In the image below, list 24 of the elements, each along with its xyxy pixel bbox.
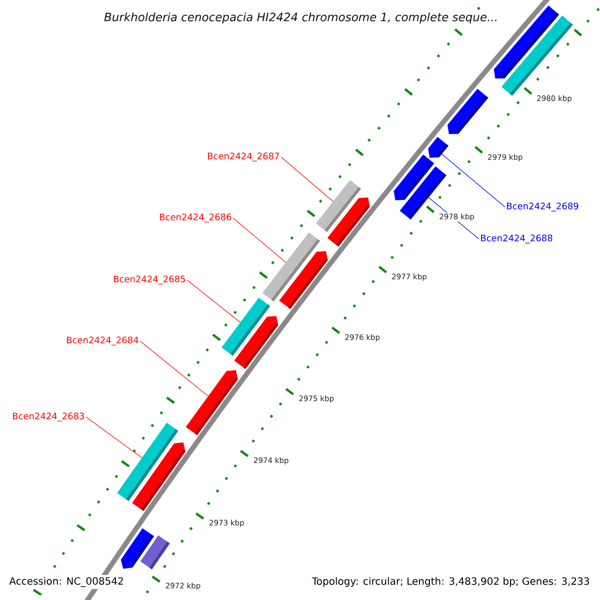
summary-text: Topology: circular; Length: 3,483,902 bp; Genes: 3,233: [310, 575, 592, 589]
gene-label: Bcen2424_2683: [13, 412, 84, 422]
gene-block: [140, 535, 170, 570]
leader-line: [232, 218, 286, 263]
gene-block: [234, 316, 278, 369]
gene-label: Bcen2424_2685: [114, 276, 185, 284]
accession-text: Accession: NC_008542: [7, 575, 126, 589]
gene-label: Bcen2424_2689: [507, 202, 578, 212]
leader-line: [280, 156, 334, 202]
gene-block: [132, 442, 186, 511]
gene-block: [501, 16, 573, 96]
leader-line: [441, 154, 506, 208]
gene-block: [327, 198, 370, 247]
gene-block: [186, 370, 238, 436]
gene-label: Bcen2424_2686: [160, 214, 232, 222]
gene-block: [428, 136, 448, 158]
gene-label: Bcen2424_2688: [481, 234, 552, 244]
gene-label: Bcen2424_2684: [67, 336, 138, 346]
map-title: Burkholderia cenocepacia HI2424 chromosome 1, complete seque...: [102, 10, 500, 26]
gene-block: [447, 88, 488, 134]
gene-block: [279, 251, 328, 310]
leader-line: [86, 416, 142, 458]
leader-line: [140, 340, 209, 396]
gene-label: Bcen2424_2687: [208, 152, 280, 162]
